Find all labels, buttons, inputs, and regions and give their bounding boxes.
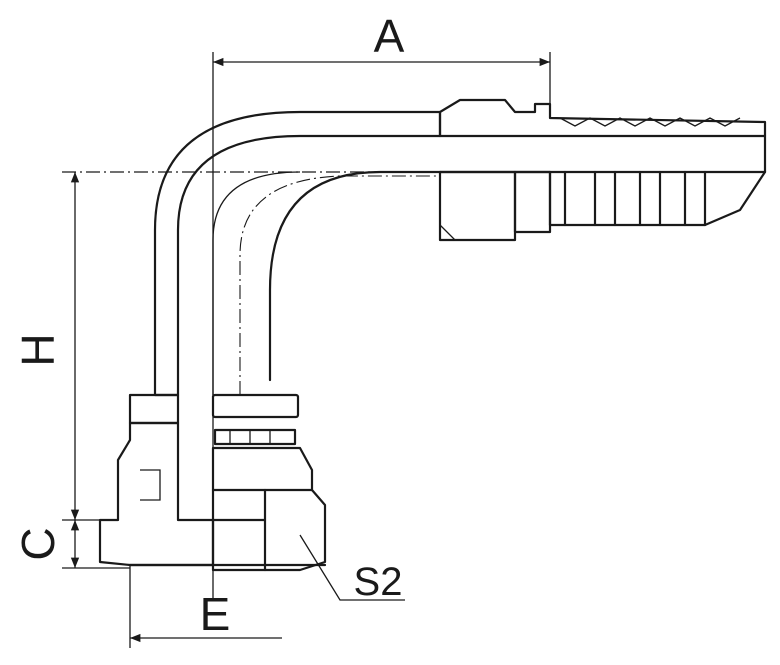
label-A: A [374,10,405,62]
elbow-outer-wall [153,110,442,397]
elbow-body [153,110,442,397]
label-S2: S2 [354,560,403,604]
stem-serrations [548,170,767,227]
swivel-washer-left [128,393,180,425]
stem-collar [438,170,517,242]
label-E: E [200,588,231,640]
hex-nut-body [211,446,327,572]
elbow-inner-bore [268,170,442,382]
label-H: H [12,333,64,366]
hose-stem [438,98,767,242]
dim-S2-leader [299,534,405,601]
nut-left-inner [140,469,161,501]
dimension-lines [62,52,551,648]
swivel-bolt-row [213,428,297,446]
stem-collar-chamfer [439,224,515,241]
stem-hex-ring [513,170,552,234]
elbow-centerline [239,175,440,395]
nut-left-section [98,421,215,567]
stem-barbs-upper [559,117,741,127]
dimension-labels: A H C E S2 [12,10,405,640]
swivel-washer-right [211,393,300,419]
label-C: C [12,527,64,560]
stem-upper-wall [438,98,767,138]
stem-lower-outline [438,134,767,174]
